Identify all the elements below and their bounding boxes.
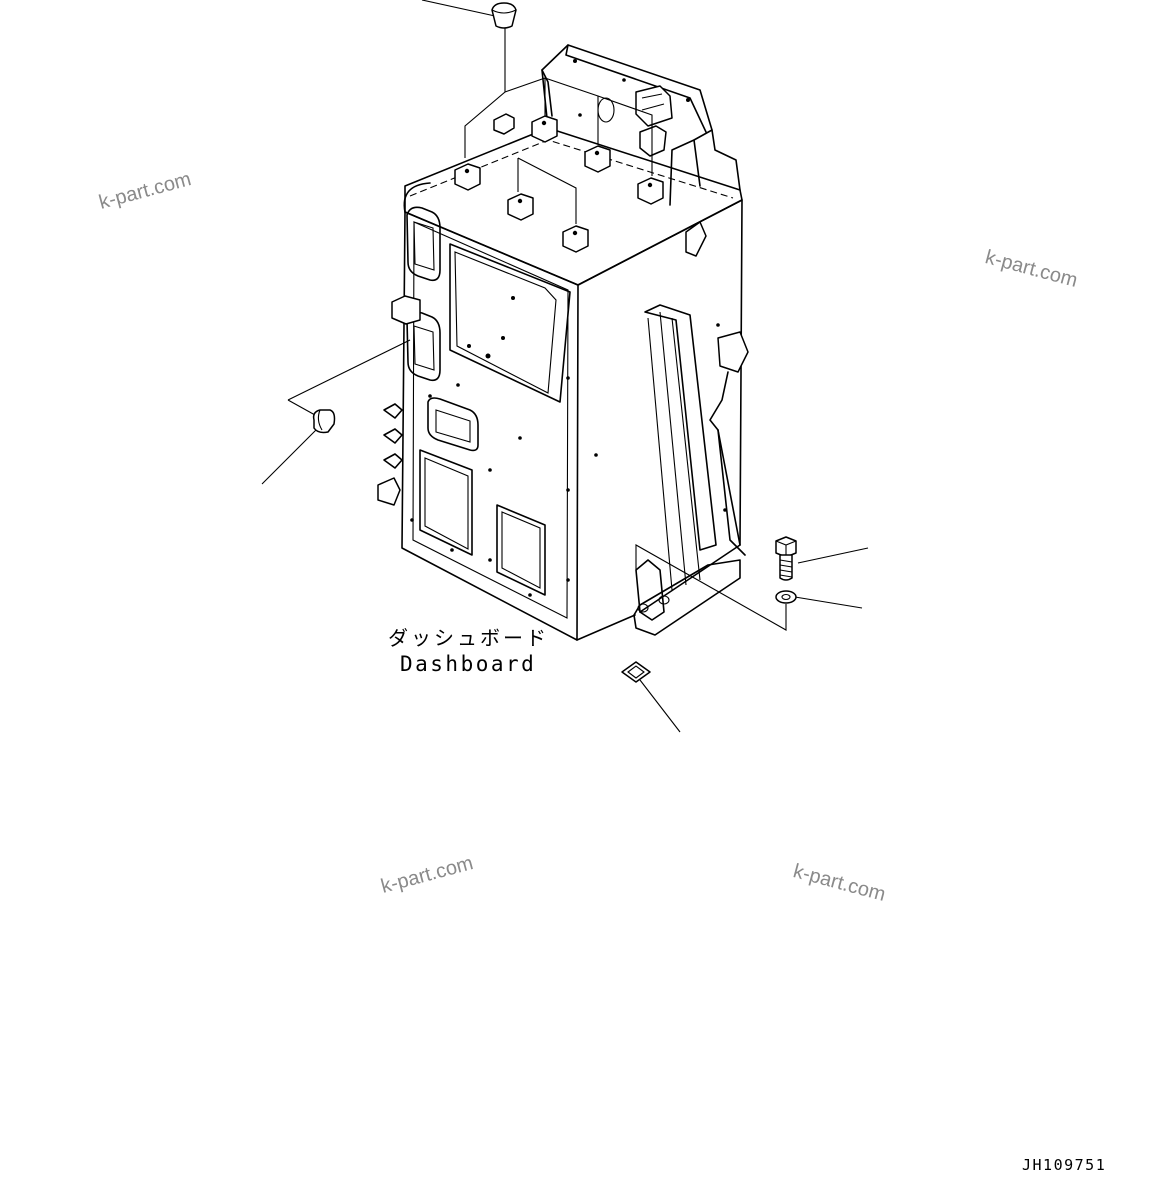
boss-6	[637, 177, 664, 205]
washer	[775, 590, 797, 604]
boss-7	[493, 113, 515, 135]
bolt	[775, 536, 797, 581]
drawing-code: JH109751	[1022, 1156, 1107, 1174]
boss-4	[531, 115, 558, 143]
dashboard-body	[377, 44, 749, 641]
boss-1	[454, 163, 481, 191]
dashboard-label-en: Dashboard	[400, 652, 537, 676]
boss-3	[562, 225, 589, 253]
clip-part	[639, 125, 667, 157]
shim-plate	[621, 661, 651, 683]
mounting-bosses	[454, 113, 667, 253]
boss-2	[507, 193, 534, 221]
rubber-stopper-left	[312, 409, 336, 434]
boss-5	[584, 145, 611, 173]
dashboard-label-jp: ダッシュボード	[388, 626, 549, 650]
rubber-stopper-top	[491, 2, 517, 29]
leader-lines	[261, 0, 869, 733]
